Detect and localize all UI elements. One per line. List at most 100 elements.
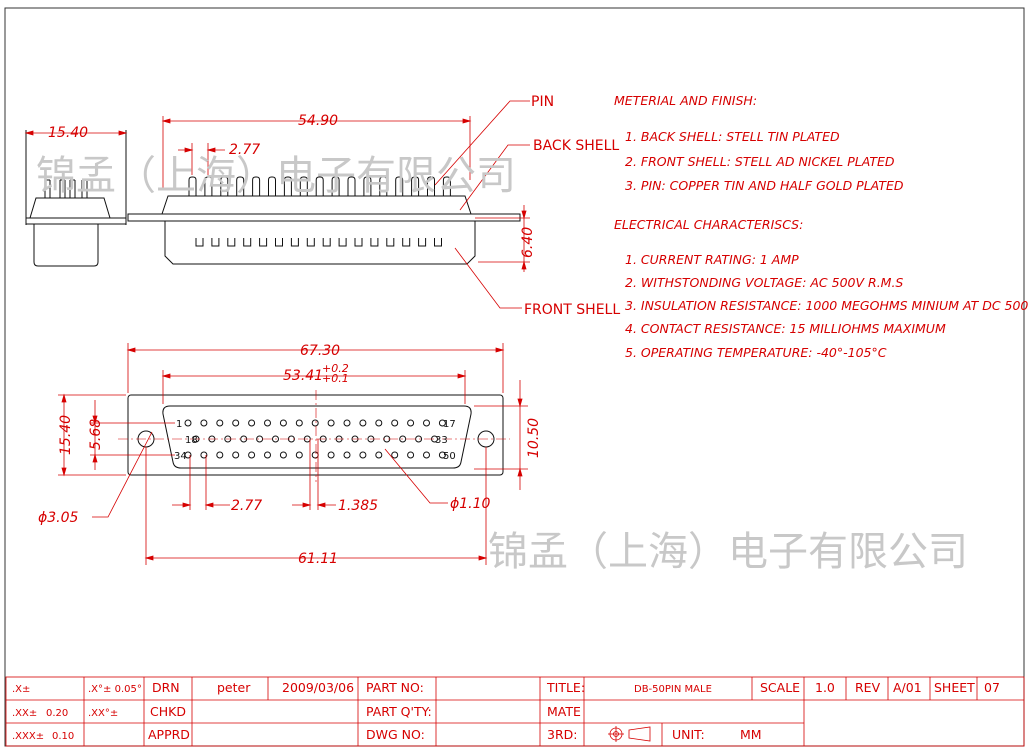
contact-pin bbox=[359, 419, 367, 427]
elevation-pin bbox=[411, 176, 420, 196]
tb-tol-xx-ang: .XX°± bbox=[88, 708, 118, 719]
front-shell-slot bbox=[259, 238, 268, 247]
label-pin: PIN bbox=[531, 94, 554, 110]
tb-chkd-label: CHKD bbox=[150, 704, 186, 719]
dim-hole-diameter: ϕ3.05 bbox=[38, 510, 79, 526]
front-shell-slots bbox=[195, 238, 442, 247]
sheet-border bbox=[4, 7, 1025, 747]
tb-tol-xxx: .XXX± bbox=[12, 731, 44, 742]
front-dimensions bbox=[58, 343, 528, 565]
front-shell-slot bbox=[195, 238, 204, 247]
contact-pin bbox=[232, 419, 240, 427]
tb-title-value: DB-50PIN MALE bbox=[634, 684, 712, 695]
tb-tol-xx: .XX± bbox=[12, 708, 37, 719]
electrical-item-1: 1. CURRENT RATING: 1 AMP bbox=[625, 252, 799, 267]
tb-third-label: 3RD: bbox=[547, 727, 577, 742]
electrical-item-2: 2. WITHSTONDING VOLTAGE: AC 500V R.M.S bbox=[625, 275, 903, 290]
tb-drn-label: DRN bbox=[152, 680, 180, 695]
tb-rev-value: A/01 bbox=[893, 680, 922, 695]
front-shell-slot bbox=[434, 238, 442, 247]
tb-sheet-label: SHEET bbox=[934, 680, 975, 695]
elevation-pin bbox=[315, 176, 324, 196]
front-shell-slot bbox=[243, 238, 252, 247]
tb-scale-value: 1.0 bbox=[815, 680, 835, 695]
contact-pin bbox=[311, 451, 319, 459]
contact-pin bbox=[423, 451, 430, 459]
pin-number-17: 17 bbox=[443, 419, 456, 430]
tb-tol-xx-value: 0.20 bbox=[46, 708, 68, 719]
tb-rev-label: REV bbox=[855, 680, 881, 695]
contact-pin bbox=[375, 419, 383, 427]
contact-pin bbox=[327, 451, 335, 459]
contact-pin bbox=[279, 419, 287, 427]
dim-row-span: 5.68 bbox=[88, 419, 104, 450]
elevation-pin bbox=[236, 176, 245, 196]
contact-pin bbox=[279, 451, 287, 459]
elevation-pin bbox=[331, 176, 340, 196]
contact-pin bbox=[343, 451, 351, 459]
dim-side-width: 15.40 bbox=[48, 125, 88, 141]
front-shell-slot bbox=[275, 238, 283, 247]
pin-number-50: 50 bbox=[443, 451, 456, 462]
material-heading: METERIAL AND FINISH: bbox=[614, 93, 757, 108]
front-shell-slot bbox=[227, 238, 236, 247]
material-item-3: 3. PIN: COPPER TIN AND HALF GOLD PLATED bbox=[625, 178, 904, 193]
front-shell-slot bbox=[354, 238, 363, 247]
contact-pin bbox=[399, 435, 407, 443]
pin-number-34: 34 bbox=[174, 451, 187, 462]
electrical-heading: ELECTRICAL CHARACTERISCS: bbox=[614, 217, 803, 232]
front-shell-slot bbox=[306, 238, 315, 247]
tb-scale-label: SCALE bbox=[760, 680, 800, 695]
elevation-pin bbox=[442, 176, 451, 196]
elevation-dimensions bbox=[161, 116, 530, 272]
elevation-pin bbox=[188, 176, 197, 196]
tb-sheet-value: 07 bbox=[984, 680, 1000, 695]
dim-shell-tol-upper: +0.2 bbox=[322, 362, 349, 375]
contact-pin bbox=[264, 451, 271, 459]
pin-number-18: 18 bbox=[185, 435, 198, 446]
side-width-dimension bbox=[24, 130, 128, 136]
tb-part-no-label: PART NO: bbox=[366, 680, 424, 695]
contact-pin bbox=[184, 419, 192, 427]
front-shell-slot bbox=[322, 238, 331, 247]
tb-unit-value: MM bbox=[740, 727, 762, 742]
dim-shell-height: 6.40 bbox=[520, 227, 536, 258]
dim-shell-tol-lower: +0.1 bbox=[322, 372, 349, 385]
elevation-pin bbox=[204, 176, 213, 196]
contact-pin bbox=[272, 435, 279, 443]
tb-part-qty-label: PART Q'TY: bbox=[366, 704, 432, 719]
contact-pin bbox=[264, 419, 271, 427]
contact-pin bbox=[391, 451, 399, 459]
dim-flange-height: 15.40 bbox=[58, 415, 74, 455]
pin-number-33: 33 bbox=[435, 435, 448, 446]
contact-pin bbox=[232, 451, 240, 459]
elevation-view bbox=[127, 176, 521, 265]
label-front-shell: FRONT SHELL bbox=[524, 302, 620, 318]
elevation-pin bbox=[252, 176, 261, 196]
front-shell-slot bbox=[402, 238, 411, 247]
material-item-2: 2. FRONT SHELL: STELL AD NICKEL PLATED bbox=[625, 154, 895, 169]
elevation-pin bbox=[379, 176, 388, 196]
contact-pin bbox=[327, 419, 335, 427]
elevation-pins bbox=[188, 176, 451, 196]
elevation-pin bbox=[220, 176, 229, 196]
tb-tol-x-ang: .X°± 0.05° bbox=[88, 684, 142, 695]
dim-row-offset: 1.385 bbox=[338, 498, 378, 514]
contact-pin bbox=[423, 419, 430, 427]
contact-pin bbox=[216, 419, 224, 427]
dim-pin-pitch-top: 2.77 bbox=[229, 142, 260, 158]
tb-title-label: TITLE: bbox=[546, 680, 585, 695]
contact-pin bbox=[407, 451, 415, 459]
contact-pin bbox=[391, 419, 399, 427]
front-shell-slot bbox=[386, 238, 395, 247]
contact-pin bbox=[343, 419, 351, 427]
contact-pin bbox=[438, 419, 446, 427]
watermark-bottom: 锦孟（上海）电子有限公司 bbox=[488, 529, 968, 575]
label-back-shell: BACK SHELL bbox=[533, 138, 619, 154]
electrical-item-5: 5. OPERATING TEMPERATURE: -40°-105°C bbox=[625, 345, 887, 360]
watermark-top: 锦孟（上海）电子有限公司 bbox=[36, 153, 516, 199]
electrical-item-4: 4. CONTACT RESISTANCE: 15 MILLIOHMS MAXI… bbox=[625, 321, 946, 336]
contact-pin bbox=[438, 451, 446, 459]
